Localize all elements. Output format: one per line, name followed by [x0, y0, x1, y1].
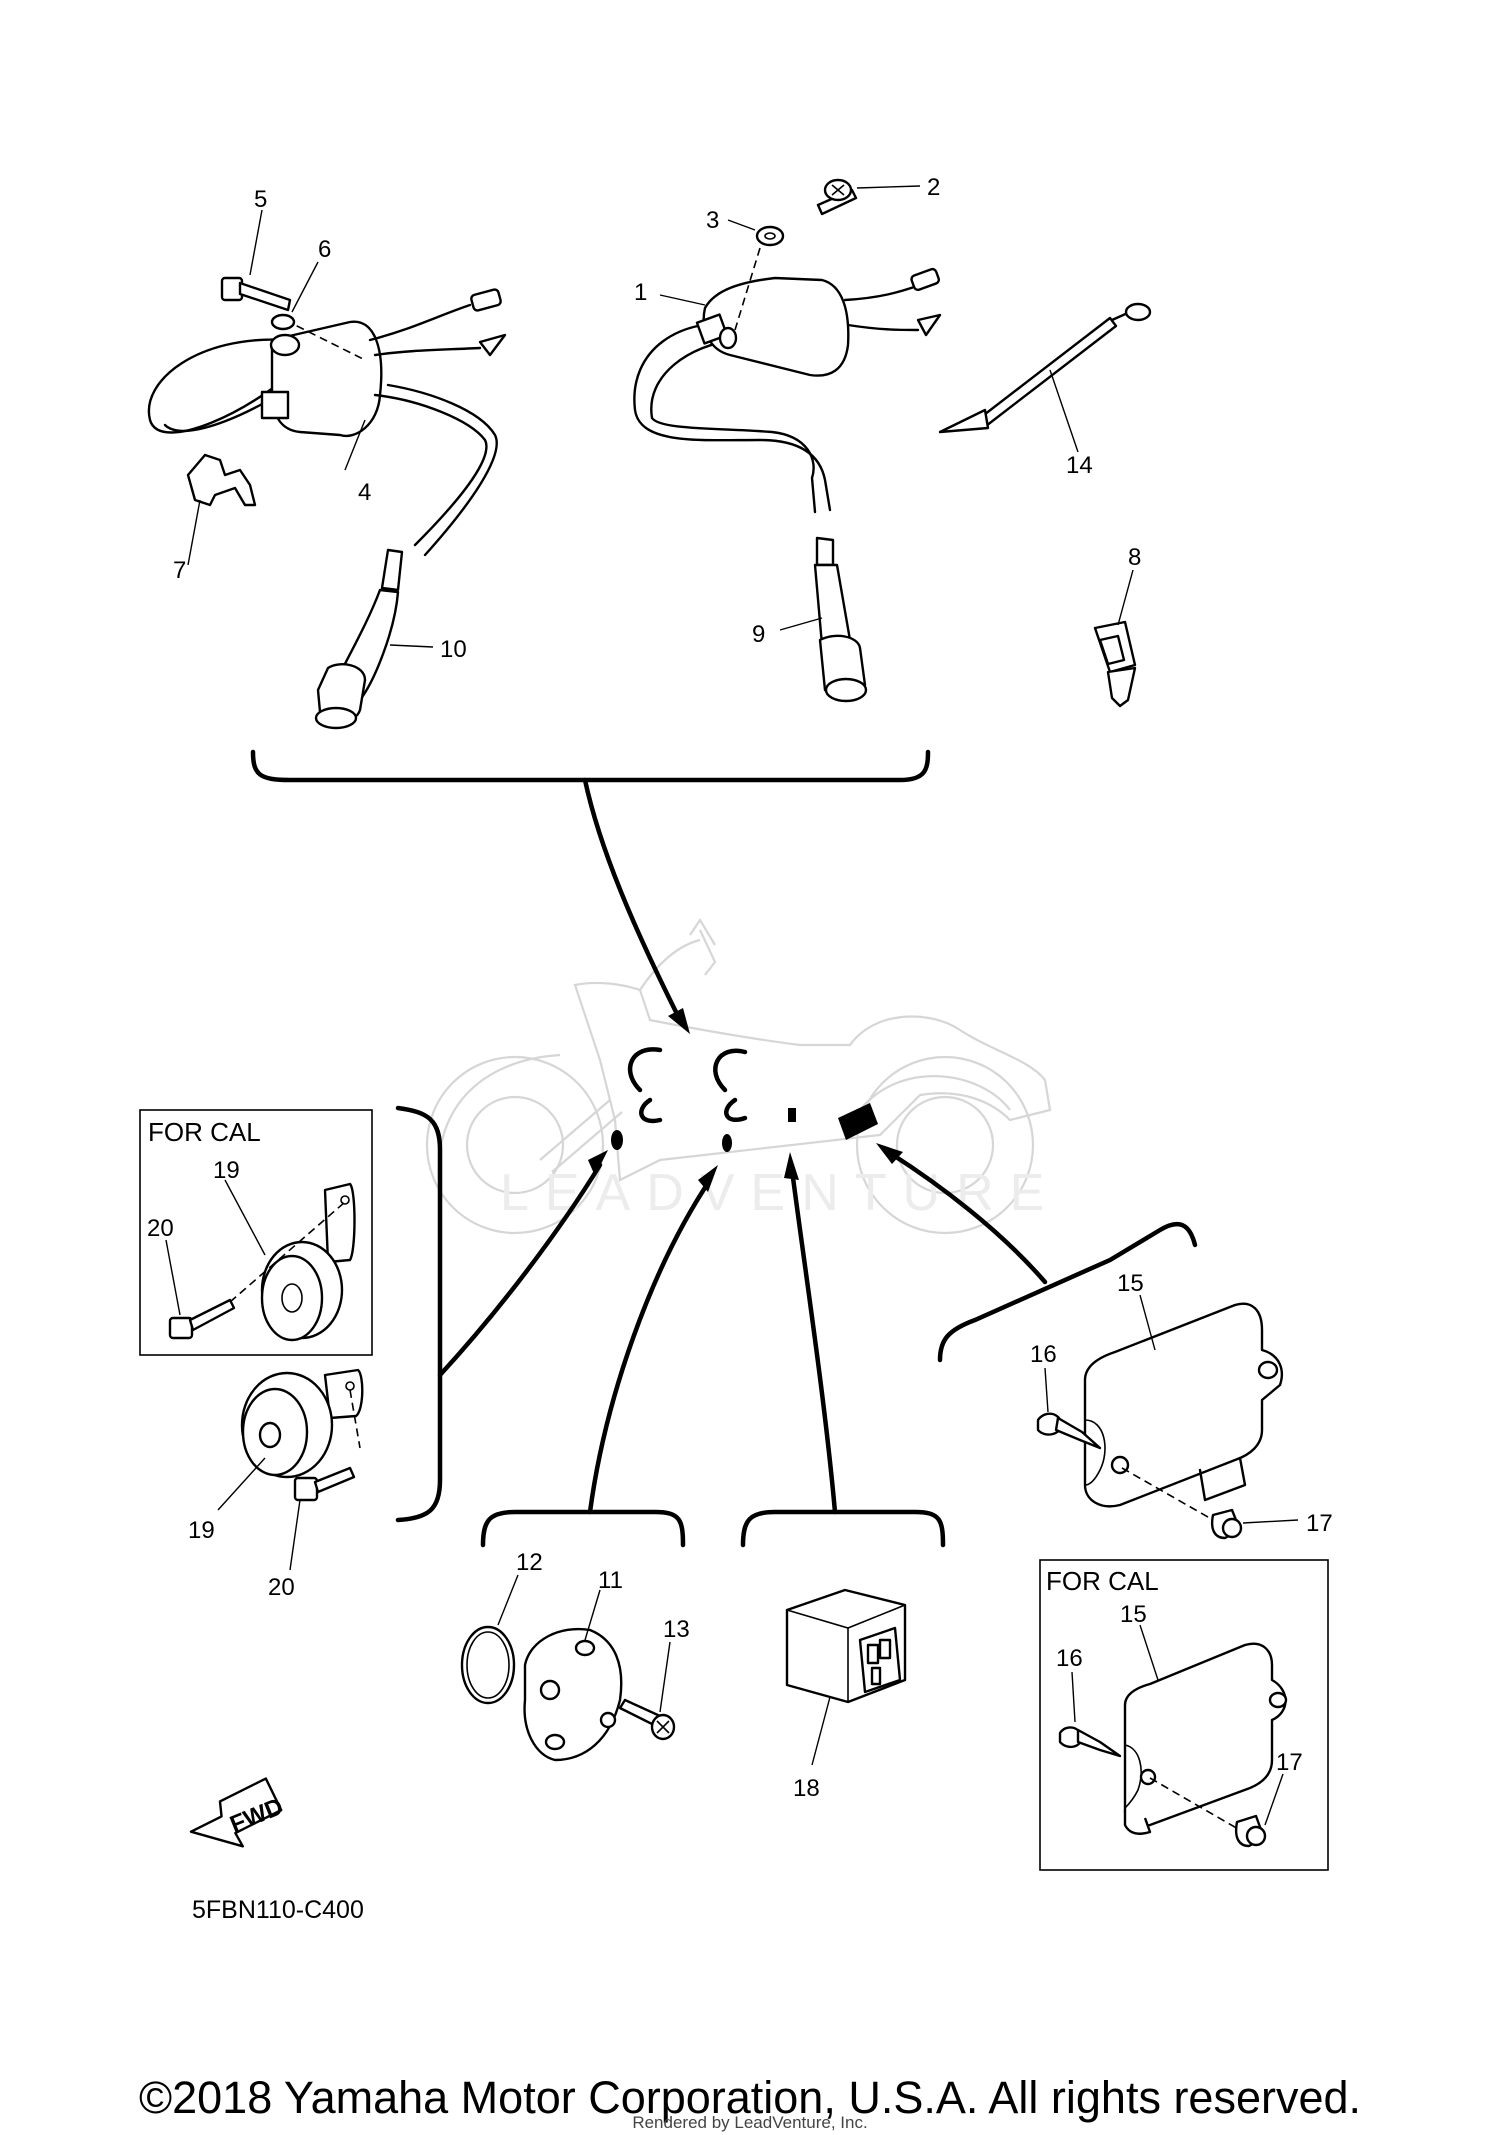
callout-3: 3 — [706, 207, 719, 234]
callout-4: 4 — [358, 479, 371, 506]
top-group-bracket — [250, 749, 931, 1034]
clip-7: 7 — [173, 453, 257, 584]
callout-14: 14 — [1066, 452, 1093, 479]
watermark-text: LEADVENTURE — [500, 1164, 1060, 1222]
washer-6: 6 — [270, 236, 331, 331]
regulator-group-bracket — [876, 1143, 1198, 1363]
callout-1: 1 — [634, 279, 647, 306]
horn-box-label: FOR CAL — [148, 1117, 261, 1147]
callout-20a: 20 — [147, 1215, 174, 1242]
collar-17: 17 — [1121, 1467, 1333, 1540]
bike-location-markers — [611, 1047, 878, 1152]
callout-16b: 16 — [1056, 1645, 1083, 1672]
callout-17a: 17 — [1306, 1510, 1333, 1537]
callout-19a: 19 — [213, 1157, 240, 1184]
callout-12: 12 — [516, 1549, 543, 1576]
regulator-for-cal-box: FOR CAL 15 16 17 — [1039, 1559, 1329, 1871]
ignition-coil-1: 1 — [633, 247, 942, 514]
callout-6: 6 — [318, 236, 331, 263]
horn-group-bracket — [395, 1105, 608, 1523]
callout-7: 7 — [173, 557, 186, 584]
callout-11: 11 — [598, 1567, 623, 1594]
callout-13: 13 — [663, 1616, 690, 1643]
bolt-20: 20 — [268, 1466, 356, 1601]
horn-for-cal-box: FOR CAL 19 20 — [139, 1109, 373, 1356]
callout-15b: 15 — [1120, 1601, 1147, 1628]
clamp-8: 8 — [1093, 544, 1141, 708]
callout-5: 5 — [254, 186, 267, 213]
relay-18: 18 — [785, 1588, 907, 1802]
washer-3: 3 — [706, 207, 785, 247]
diagram-code: 5FBN110-C400 — [192, 1896, 364, 1924]
callout-8: 8 — [1128, 544, 1141, 571]
horn-19: 19 — [188, 1368, 364, 1544]
relay-group-bracket — [740, 1152, 946, 1548]
spark-plug-cap-9: 9 — [752, 536, 868, 703]
callout-9: 9 — [752, 621, 765, 648]
screw-13: 13 — [618, 1616, 690, 1741]
ignition-coil-4: 4 — [147, 288, 507, 557]
cover-group-bracket — [480, 1165, 718, 1548]
motorcycle-silhouette: LEADVENTURE — [425, 917, 1060, 1235]
callout-10: 10 — [440, 636, 467, 663]
spark-plug-cap-10: 10 — [314, 548, 467, 730]
o-ring-12: 12 — [460, 1549, 543, 1705]
screw-2: 2 — [816, 174, 940, 216]
callout-15a: 15 — [1117, 1270, 1144, 1297]
callout-16a: 16 — [1030, 1341, 1057, 1368]
regulator-15: 15 — [1083, 1270, 1284, 1508]
lead-wire-14: 14 — [938, 302, 1152, 479]
callout-20b: 20 — [268, 1574, 295, 1601]
callout-2: 2 — [927, 174, 940, 201]
rendered-by-credit: Rendered by LeadVenture, Inc. — [632, 2113, 868, 2132]
fwd-arrow: FWD — [189, 1777, 287, 1848]
regulator-box-label: FOR CAL — [1046, 1566, 1159, 1596]
screw-16: 16 — [1030, 1341, 1102, 1450]
copyright-notice: ©2018 Yamaha Motor Corporation, U.S.A. A… — [138, 2072, 1362, 2123]
cover-11: 11 — [523, 1567, 623, 1762]
callout-19b: 19 — [188, 1517, 215, 1544]
bolt-5: 5 — [220, 186, 292, 312]
callout-18: 18 — [793, 1775, 820, 1802]
callout-17b: 17 — [1276, 1749, 1303, 1776]
